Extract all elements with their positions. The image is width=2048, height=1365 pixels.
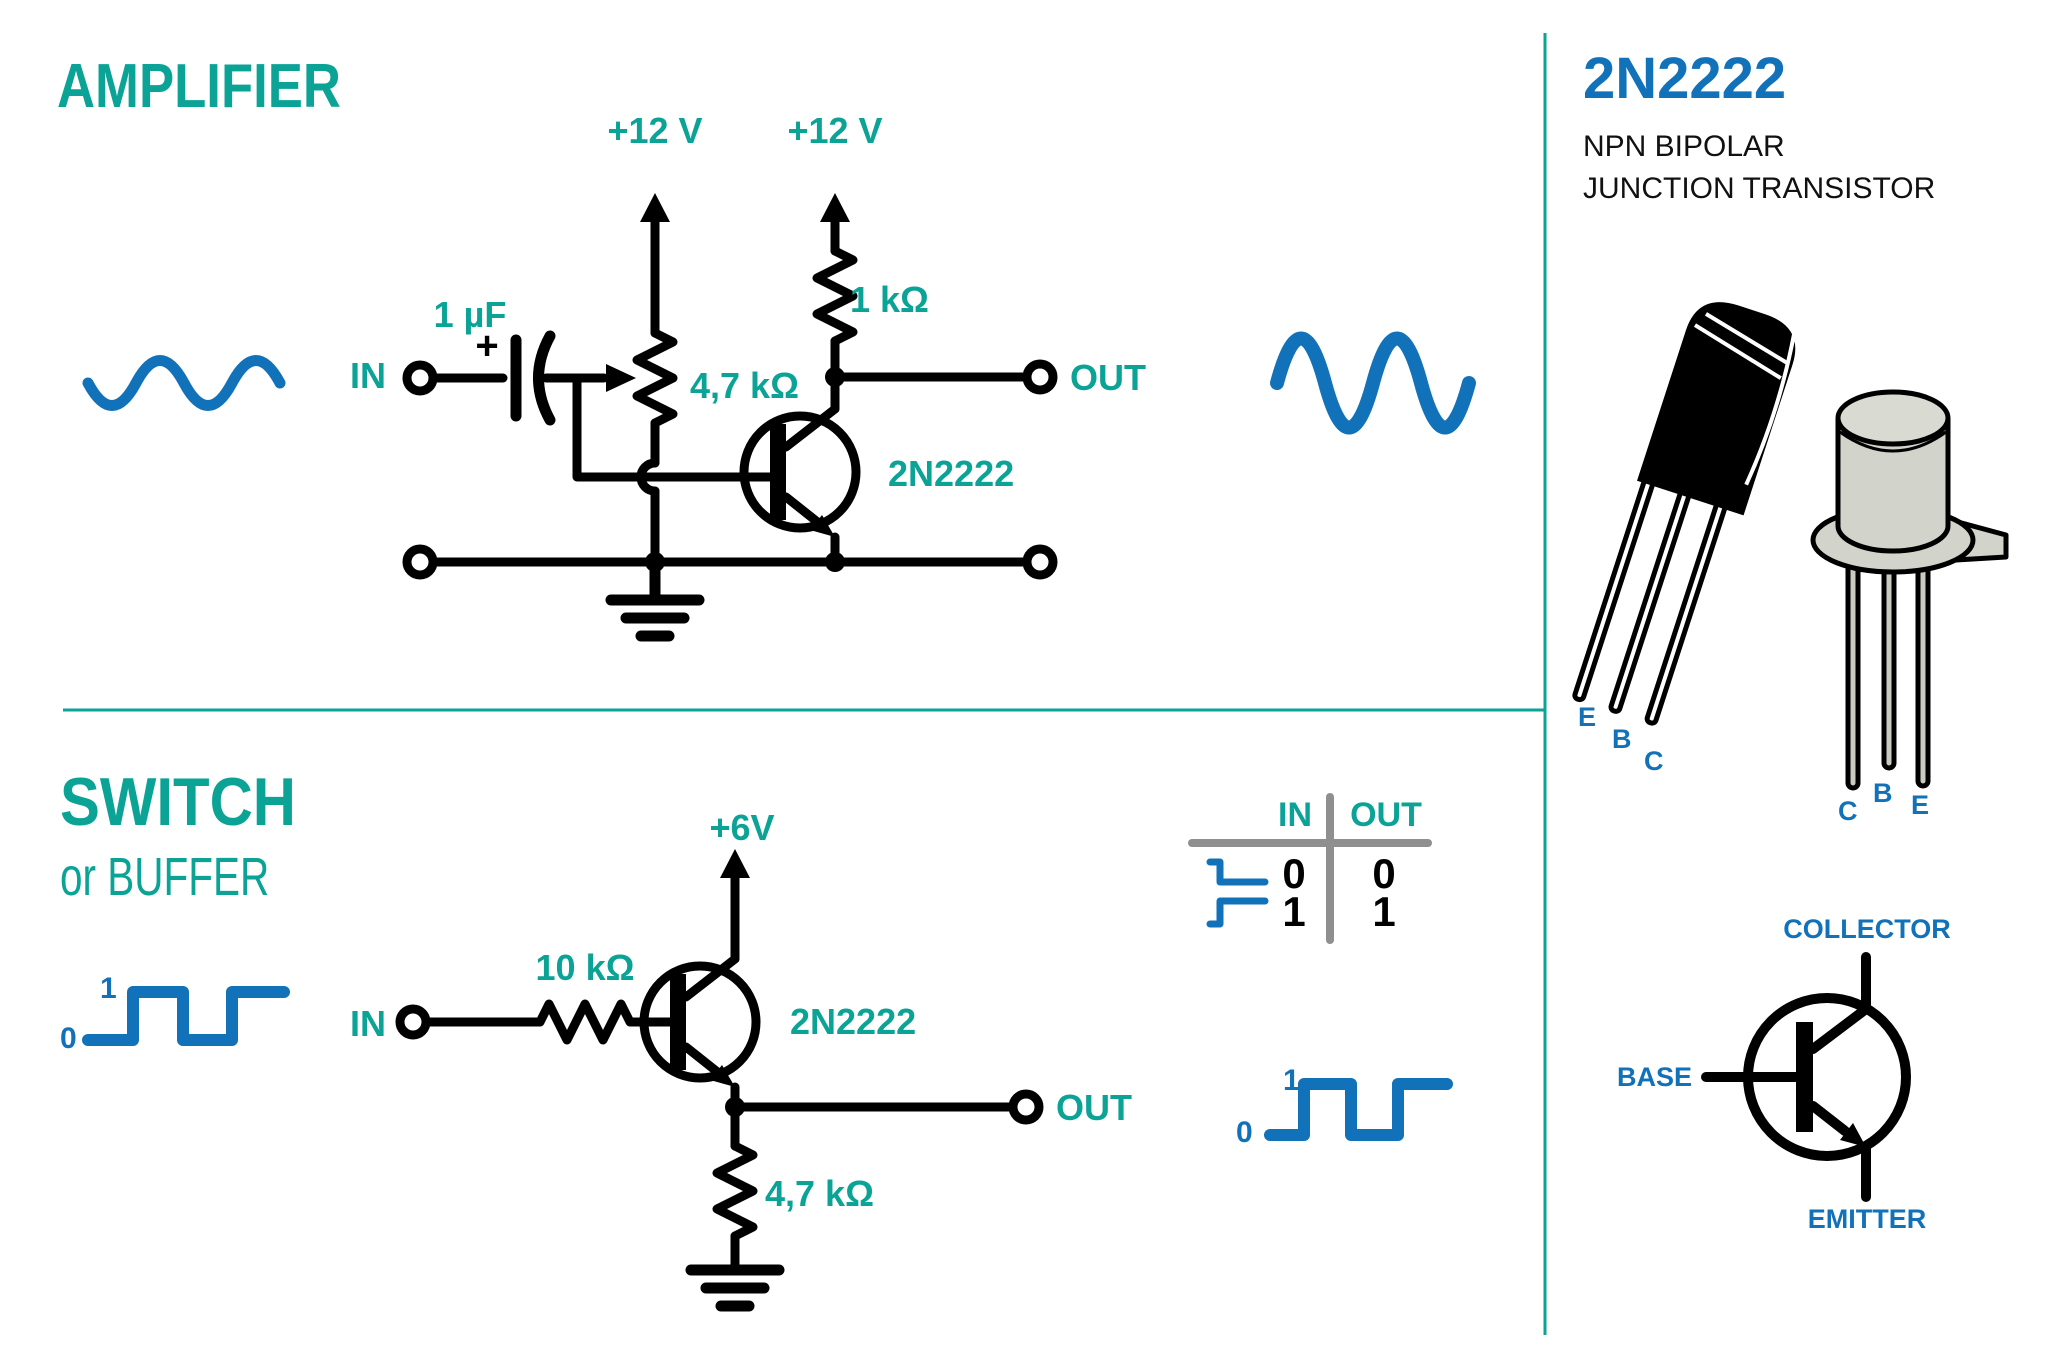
to92-body xyxy=(1637,302,1796,516)
rising-step-icon xyxy=(1206,897,1269,928)
symbol-collector-label: COLLECTOR xyxy=(1783,914,1951,944)
part-subtitle-line1: NPN BIPOLAR xyxy=(1583,130,1785,163)
wiper-arrow-icon xyxy=(606,364,636,392)
to18-lead-b xyxy=(1881,557,1897,771)
to92-lead-b xyxy=(1608,485,1693,714)
amplifier-title: AMPLIFIER xyxy=(57,52,341,121)
truth-table-cell: 1 xyxy=(1282,888,1306,935)
to92-package-icon xyxy=(1572,302,1797,726)
amplifier-circuit xyxy=(82,193,1476,642)
wire-hop xyxy=(636,458,660,496)
input-wave-high-label: 1 xyxy=(100,972,117,1005)
supply-label: +6V xyxy=(709,807,775,848)
common-terminal-right-icon xyxy=(1022,544,1058,580)
to92-pin-c-label: C xyxy=(1644,746,1664,776)
switch-title: SWITCH xyxy=(60,764,297,840)
ground-icon xyxy=(605,556,705,642)
input-wave-low-label: 0 xyxy=(60,1022,77,1055)
to18-can-body xyxy=(1835,418,1951,554)
junction-dot xyxy=(825,552,845,572)
symbol-base-label: BASE xyxy=(1616,1062,1692,1092)
emitter-lead xyxy=(1808,1101,1850,1136)
collector-resistor-value: 1 kΩ xyxy=(850,279,929,320)
output-sine-wave xyxy=(1270,331,1476,435)
collector-resistor-icon xyxy=(812,193,858,382)
input-square-wave xyxy=(82,986,290,1046)
out-terminal-icon xyxy=(1022,359,1058,395)
capacitor-icon xyxy=(510,330,556,426)
capacitor-polarity: + xyxy=(475,324,499,368)
emitter-resistor-icon xyxy=(712,1102,758,1273)
to92-pin-e-label: E xyxy=(1578,702,1597,732)
npn-transistor-icon xyxy=(739,372,861,567)
transistor-label: 2N2222 xyxy=(790,1001,917,1042)
output-wave-low-label: 0 xyxy=(1236,1116,1253,1149)
truth-table-cell: 0 xyxy=(1372,850,1396,897)
to18-package-icon xyxy=(1810,389,2009,791)
npn-symbol-diagram xyxy=(1701,952,1911,1202)
output-wave-high-label: 1 xyxy=(1283,1064,1300,1097)
pot-value: 4,7 kΩ xyxy=(690,365,799,406)
ground-icon xyxy=(685,1264,785,1312)
to18-lead-e xyxy=(1915,557,1931,789)
emitter-arrow-icon xyxy=(810,515,835,537)
supply-label-right: +12 V xyxy=(787,110,883,151)
to92-pin-b-label: B xyxy=(1612,724,1632,754)
part-title: 2N2222 xyxy=(1583,46,1787,111)
truth-table-out-header: OUT xyxy=(1350,796,1422,834)
output-square-wave xyxy=(1264,1078,1453,1141)
switch-circuit xyxy=(82,793,1453,1312)
collector-lead xyxy=(1808,952,1871,1054)
out-label: OUT xyxy=(1070,357,1146,398)
out-terminal-icon xyxy=(1008,1089,1044,1125)
part-subtitle-line2: JUNCTION TRANSISTOR xyxy=(1583,172,1936,205)
section-dividers xyxy=(63,33,1547,1335)
capacitor-value: 1 µF xyxy=(433,294,507,335)
truth-table-step-icons xyxy=(1206,858,1269,928)
to18-can-top xyxy=(1835,389,1951,447)
emitter-arrow-icon xyxy=(710,1065,735,1087)
truth-table-in-header: IN xyxy=(1278,796,1312,834)
out-label: OUT xyxy=(1056,1087,1132,1128)
base-resistor-icon xyxy=(535,999,675,1045)
to18-pin-e-label: E xyxy=(1911,790,1930,820)
base-resistor-value: 10 kΩ xyxy=(535,947,635,988)
to18-rim-line xyxy=(1839,430,1947,453)
falling-step-icon xyxy=(1206,858,1269,886)
transistor-label: 2N2222 xyxy=(888,453,1015,494)
supply-arrow-icon xyxy=(820,193,850,222)
truth-table-cell: 0 xyxy=(1282,850,1306,897)
potentiometer-icon xyxy=(632,193,678,567)
supply-arrow-icon xyxy=(720,849,750,878)
symbol-emitter-label: EMITTER xyxy=(1807,1204,1927,1234)
npn-transistor-icon xyxy=(639,849,761,1112)
emitter-resistor-value: 4,7 kΩ xyxy=(765,1173,874,1214)
base-wire xyxy=(572,373,775,482)
supply-label-left: +12 V xyxy=(607,110,703,151)
switch-subtitle: or BUFFER xyxy=(60,847,270,907)
truth-table-cell: 1 xyxy=(1372,888,1396,935)
to18-pin-c-label: C xyxy=(1838,796,1858,826)
in-label: IN xyxy=(350,1003,386,1044)
input-sine-wave xyxy=(82,355,286,411)
in-label: IN xyxy=(350,355,386,396)
truth-table-lines xyxy=(1188,793,1432,944)
to18-lead-c xyxy=(1845,557,1861,791)
to92-lead-e xyxy=(1572,473,1657,703)
to92-lead-c xyxy=(1644,497,1729,726)
supply-arrow-icon xyxy=(640,193,670,222)
to18-pin-b-label: B xyxy=(1873,778,1893,808)
emitter-arrow-icon xyxy=(1840,1123,1866,1147)
common-terminal-left-icon xyxy=(402,544,438,580)
